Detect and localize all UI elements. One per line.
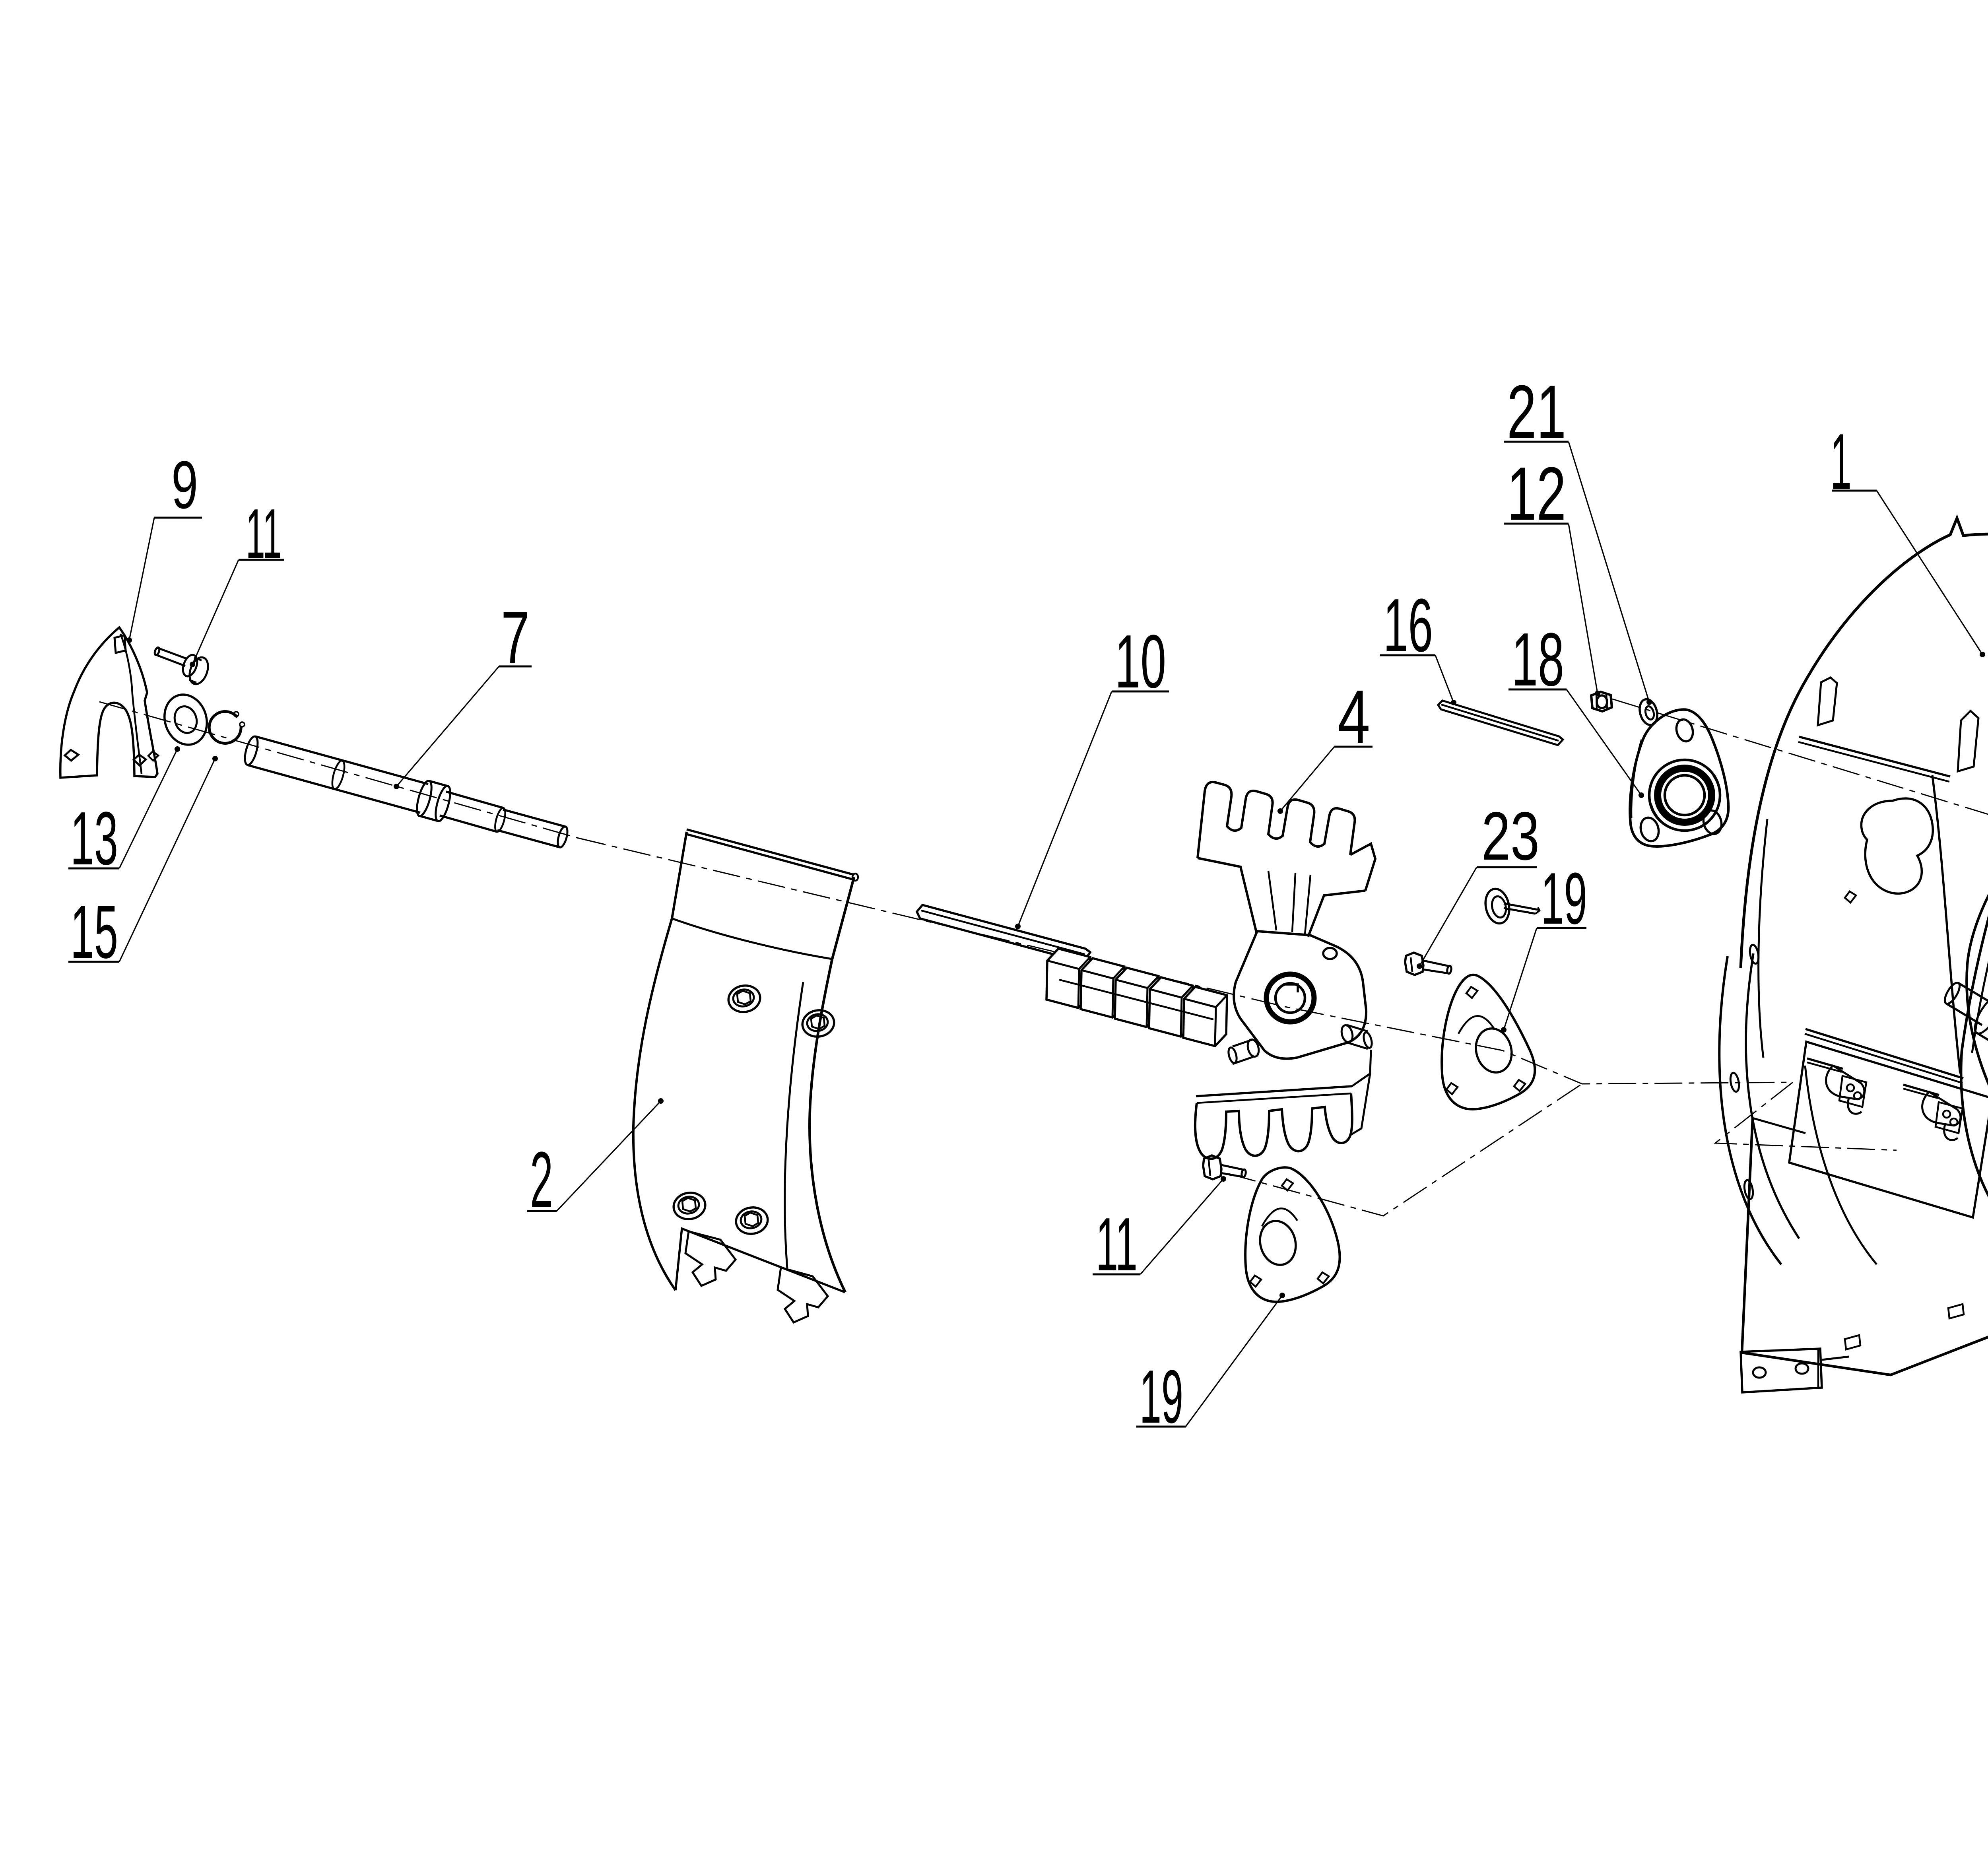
svg-text:11: 11: [1096, 1202, 1138, 1287]
svg-text:13: 13: [70, 796, 118, 881]
svg-text:11: 11: [246, 494, 282, 573]
svg-text:15: 15: [70, 890, 118, 974]
svg-text:19: 19: [1140, 1355, 1183, 1439]
svg-text:4: 4: [1338, 675, 1370, 759]
svg-text:16: 16: [1383, 583, 1433, 668]
svg-text:23: 23: [1481, 798, 1540, 874]
svg-text:2: 2: [530, 1136, 553, 1224]
svg-text:18: 18: [1512, 617, 1564, 702]
svg-text:12: 12: [1507, 452, 1566, 536]
svg-text:9: 9: [171, 447, 198, 523]
svg-text:7: 7: [501, 597, 530, 679]
svg-text:19: 19: [1541, 857, 1587, 939]
svg-text:21: 21: [1507, 370, 1566, 454]
svg-text:1: 1: [1830, 417, 1852, 506]
svg-text:10: 10: [1115, 619, 1166, 704]
